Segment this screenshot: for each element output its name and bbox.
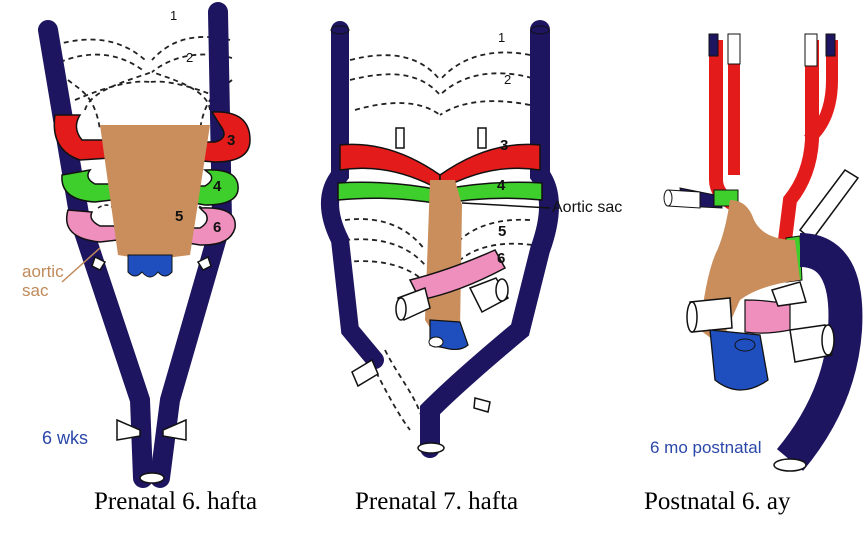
arch-number-1: 1	[498, 30, 505, 45]
caption-postnatal-6-month: Postnatal 6. ay	[644, 488, 791, 516]
arch-number-5: 5	[498, 223, 506, 240]
arch-number-4: 4	[497, 177, 505, 194]
caption-prenatal-7-week: Prenatal 7. hafta	[355, 488, 518, 516]
stage-label-6-wks: 6 wks	[42, 428, 88, 449]
arch-number-2: 2	[504, 72, 511, 87]
caption-prenatal-6-week: Prenatal 6. hafta	[94, 488, 257, 516]
arch-number-6: 6	[497, 250, 505, 267]
aortic-sac-callout: Aortic sac	[552, 199, 622, 217]
arch-number-3: 3	[500, 137, 508, 154]
stage-label-6-mo-postnatal: 6 mo postnatal	[650, 438, 762, 458]
